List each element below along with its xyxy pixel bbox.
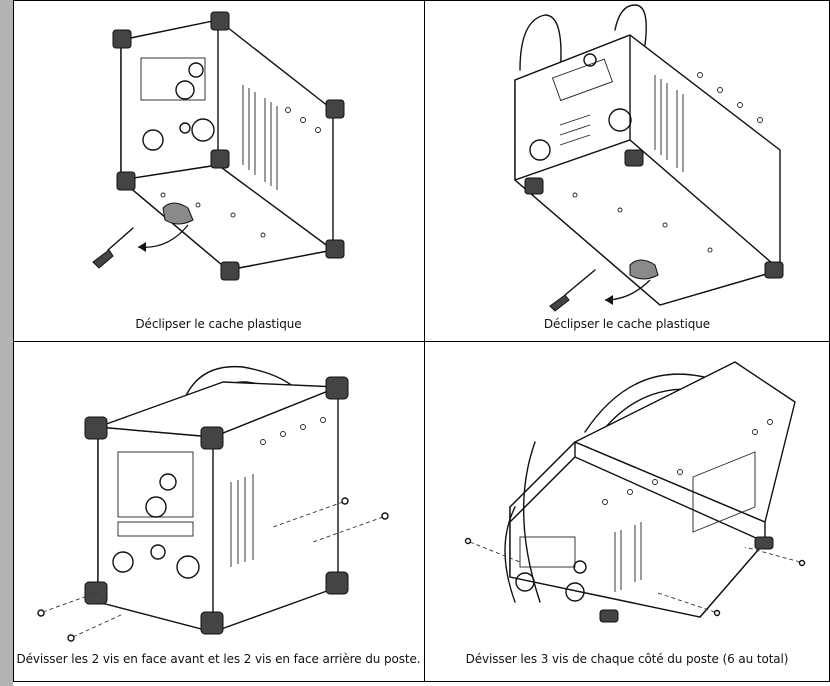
step-cell-3: Dévisser les 2 vis en face avant et les … (13, 342, 425, 682)
step-cell-1: Déclipser le cache plastique (13, 0, 425, 342)
illustration-unscrew-sides (464, 361, 806, 623)
step-caption-4: Dévisser les 3 vis de chaque côté du pos… (465, 652, 789, 666)
step-caption-3: Dévisser les 2 vis en face avant et les … (16, 652, 421, 666)
table-top-border (13, 0, 830, 1)
page-margin-bar (0, 0, 13, 686)
step-caption-1: Déclipser le cache plastique (135, 317, 302, 331)
illustration-unclip-cover-2 (514, 4, 784, 312)
step-cell-2: Déclipser le cache plastique (425, 0, 830, 342)
step-cell-4: Dévisser les 3 vis de chaque côté du pos… (425, 342, 830, 682)
step-caption-2: Déclipser le cache plastique (543, 317, 711, 331)
illustration-unclip-cover-1 (92, 11, 345, 281)
illustration-unscrew-front-back (37, 365, 389, 642)
